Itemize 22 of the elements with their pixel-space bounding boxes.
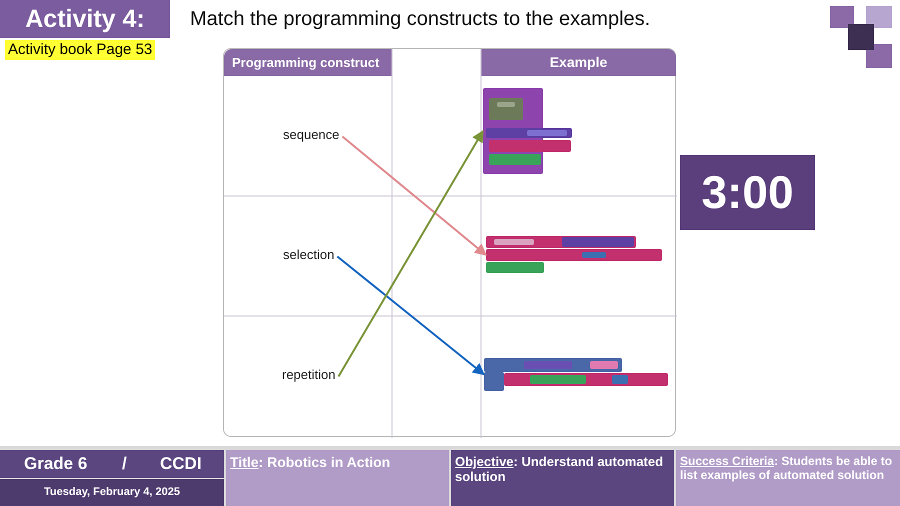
construct-label: sequence — [283, 127, 340, 142]
picture — [483, 88, 573, 174]
arrow — [338, 130, 484, 377]
construct-label: repetition — [282, 367, 336, 382]
picture — [484, 358, 668, 391]
arrow — [342, 136, 487, 256]
subject-text: CCDI — [160, 453, 202, 475]
picture — [486, 236, 662, 274]
column-header: Example — [481, 49, 676, 76]
timer-display: 3:00 — [680, 155, 815, 230]
separator-text: / — [122, 453, 127, 475]
activity-heading: Activity 4: — [0, 0, 170, 38]
date-text: Tuesday, February 4, 2025 — [0, 479, 224, 506]
success-criteria: Success Criteria: Students be able to list examples of automated solution — [676, 450, 900, 506]
construct-label: selection — [283, 247, 334, 262]
page-reference: Activity book Page 53 — [5, 40, 156, 60]
arrow — [336, 256, 485, 376]
instruction-text: Match the programming constructs to the examples. — [190, 8, 650, 31]
grade-text: Grade 6 — [24, 453, 88, 475]
lesson-title: Title: Robotics in Action — [226, 450, 449, 506]
column-header: Programming construct — [224, 49, 392, 76]
lesson-objective: Objective: Understand automated solution — [451, 450, 674, 506]
